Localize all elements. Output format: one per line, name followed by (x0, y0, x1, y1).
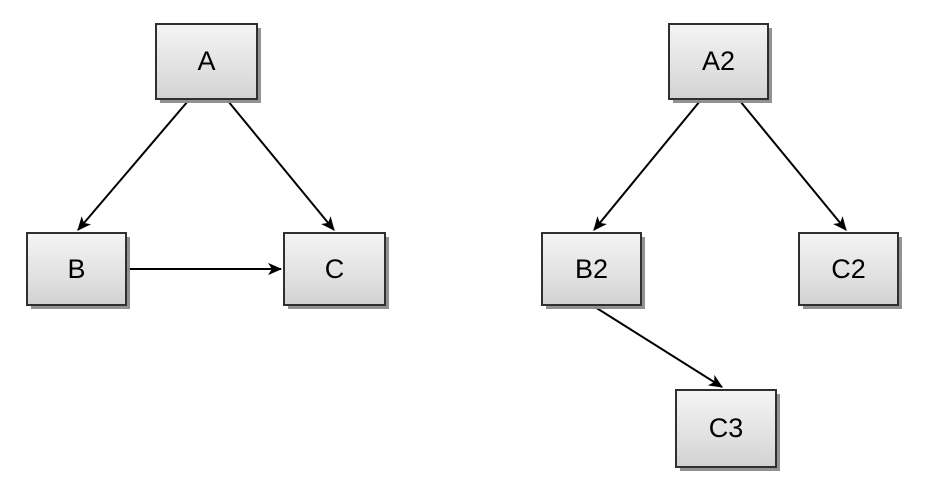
edge-b2-to-c3 (594, 306, 723, 388)
node-label: C (324, 253, 345, 284)
node-b[interactable]: B (26, 232, 127, 306)
node-a2[interactable]: A2 (668, 23, 769, 100)
edge-a2-to-b2 (593, 100, 701, 231)
node-label: B (67, 253, 86, 284)
node-label: A2 (701, 46, 736, 76)
edge-a2-to-c2 (739, 100, 847, 231)
edge-a-to-c (227, 100, 335, 231)
node-b2[interactable]: B2 (541, 232, 642, 306)
edge-a-to-b (77, 100, 189, 231)
node-c2[interactable]: C2 (798, 232, 899, 306)
node-label: A (197, 46, 216, 76)
node-c[interactable]: C (283, 232, 386, 306)
node-c3[interactable]: C3 (675, 389, 777, 468)
node-label: C2 (831, 253, 866, 284)
node-label: C3 (708, 413, 744, 443)
node-a[interactable]: A (155, 23, 258, 100)
node-label: B2 (574, 253, 609, 284)
